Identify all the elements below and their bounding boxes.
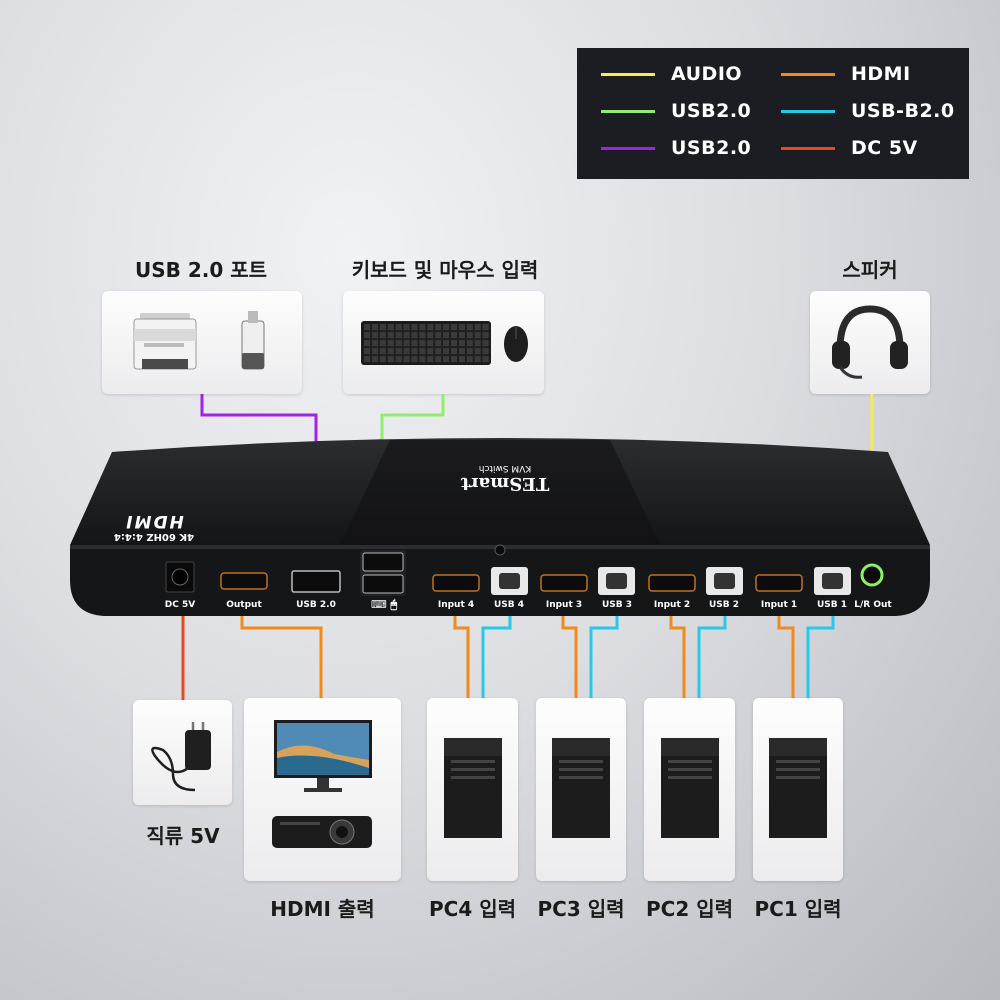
legend-item-usb2-green: USB2.0 bbox=[601, 100, 751, 122]
color-legend: AUDIO HDMI USB2.0 USB-B2.0 USB2.0 DC 5V bbox=[577, 48, 969, 179]
pc4-label: PC4 입력 bbox=[428, 897, 516, 921]
port-label-input4: Input 4 bbox=[437, 600, 475, 610]
wire-pc3-usb bbox=[589, 616, 619, 698]
legend-line-usbb bbox=[781, 109, 835, 113]
pc-tower-icon bbox=[769, 738, 827, 838]
keyboard-icon bbox=[361, 321, 491, 365]
port-label-usb2: USB 2 bbox=[708, 600, 740, 610]
legend-item-dc: DC 5V bbox=[781, 137, 918, 159]
power-adapter-card bbox=[133, 700, 232, 805]
port-label-input2: Input 2 bbox=[653, 600, 691, 610]
wire-pc2-hdmi bbox=[669, 616, 686, 698]
keyboard-mouse-label: 키보드 및 마우스 입력 bbox=[351, 258, 539, 282]
mouse-icon bbox=[504, 326, 528, 362]
pc-tower-icon bbox=[661, 738, 719, 838]
legend-label-dc: DC 5V bbox=[851, 137, 918, 159]
legend-line-audio bbox=[601, 72, 655, 76]
display-card bbox=[244, 698, 401, 881]
pc-tower-icon bbox=[444, 738, 502, 838]
port-label-usb: USB 2.0 bbox=[296, 600, 336, 610]
pc3-card bbox=[536, 698, 626, 881]
port-label-usb4: USB 4 bbox=[493, 600, 525, 610]
power-adapter-icon bbox=[151, 722, 211, 792]
printer-icon bbox=[133, 313, 197, 370]
port-label-audio: L/R Out bbox=[854, 600, 892, 610]
wire-pc4-hdmi bbox=[453, 616, 470, 698]
usb-devices-card bbox=[102, 291, 302, 394]
port-label-input3: Input 3 bbox=[545, 600, 583, 610]
legend-item-usbb: USB-B2.0 bbox=[781, 100, 955, 122]
headset-icon bbox=[832, 305, 908, 379]
port-label-usb3: USB 3 bbox=[601, 600, 633, 610]
port-label-dc: DC 5V bbox=[164, 600, 196, 610]
legend-label-usb2-green: USB2.0 bbox=[671, 100, 752, 122]
wire-hdmi-out bbox=[240, 616, 323, 698]
legend-label-usb2-purple: USB2.0 bbox=[671, 137, 752, 159]
legend-line-usb2-purple bbox=[601, 146, 655, 150]
wire-pc3-hdmi bbox=[561, 616, 578, 698]
monitor-icon bbox=[274, 720, 372, 792]
pc1-label: PC1 입력 bbox=[754, 897, 842, 921]
port-label-input1: Input 1 bbox=[760, 600, 798, 610]
keyboard-mouse-port-icons: ⌨ 🖱 bbox=[370, 598, 398, 611]
legend-label-usbb: USB-B2.0 bbox=[851, 100, 955, 122]
pc2-card bbox=[644, 698, 735, 881]
pc1-card bbox=[753, 698, 843, 881]
port-label-output: Output bbox=[226, 600, 262, 610]
legend-line-hdmi bbox=[781, 72, 835, 76]
port-label-usb1: USB 1 bbox=[816, 600, 848, 610]
dc-label: 직류 5V bbox=[146, 824, 220, 848]
legend-item-audio: AUDIO bbox=[601, 63, 742, 85]
pc4-card bbox=[427, 698, 518, 881]
usb-flash-drive-icon bbox=[241, 311, 265, 370]
speaker-label: 스피커 bbox=[842, 258, 898, 282]
projector-icon bbox=[272, 816, 372, 848]
hdmi-output-label: HDMI 출력 bbox=[270, 897, 375, 921]
wire-pc1-hdmi bbox=[777, 616, 795, 698]
legend-label-hdmi: HDMI bbox=[851, 63, 911, 85]
legend-line-dc bbox=[781, 146, 835, 150]
pc3-label: PC3 입력 bbox=[537, 897, 625, 921]
wire-pc1-usb bbox=[806, 616, 835, 698]
keyboard-mouse-card bbox=[343, 291, 544, 394]
wire-pc4-usb bbox=[481, 616, 512, 698]
wire-pc2-usb bbox=[697, 616, 727, 698]
legend-line-usb2-green bbox=[601, 109, 655, 113]
speaker-card bbox=[810, 291, 930, 394]
pc2-label: PC2 입력 bbox=[645, 897, 733, 921]
legend-item-hdmi: HDMI bbox=[781, 63, 911, 85]
legend-item-usb2-purple: USB2.0 bbox=[601, 137, 751, 159]
pc-tower-icon bbox=[552, 738, 610, 838]
legend-label-audio: AUDIO bbox=[671, 63, 743, 85]
usb-ports-label: USB 2.0 포트 bbox=[134, 258, 268, 282]
